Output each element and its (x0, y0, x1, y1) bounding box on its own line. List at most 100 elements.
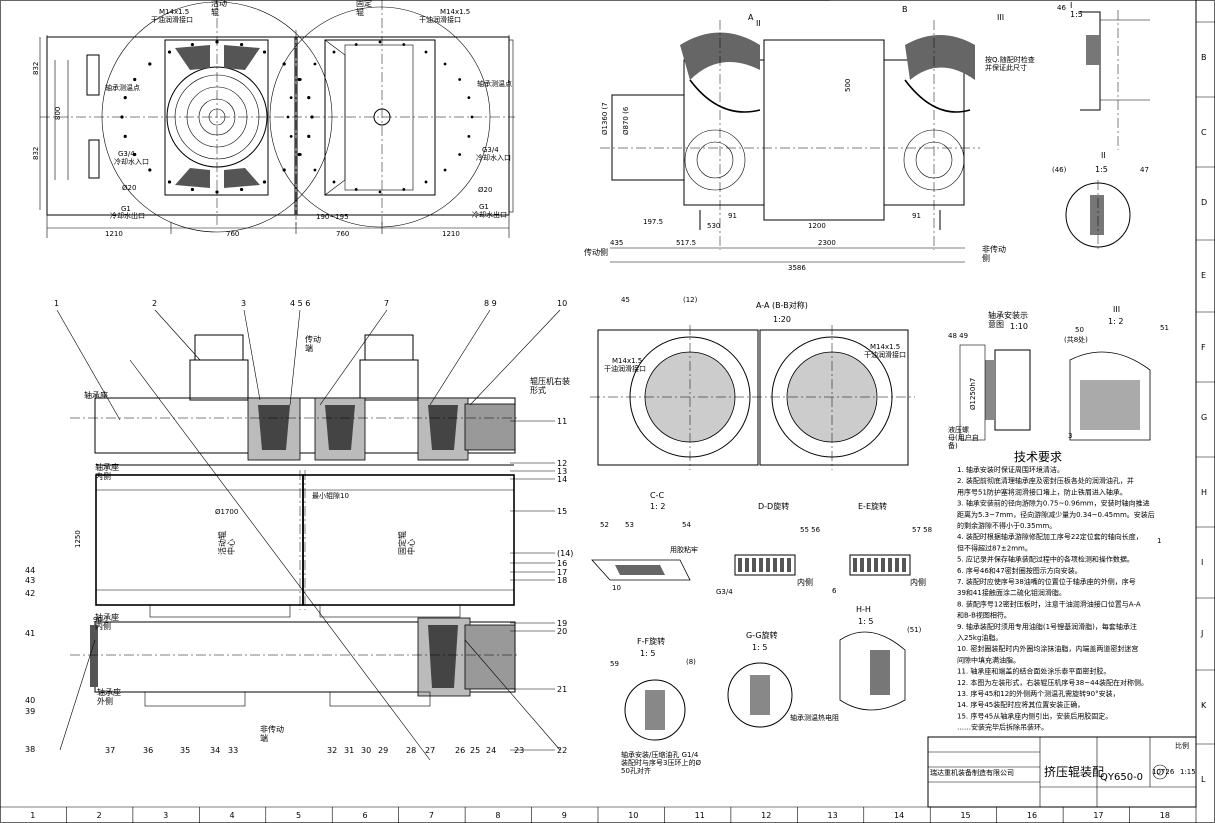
title-scale-label: 比例 (1175, 741, 1189, 750)
part-number: 32 (327, 746, 337, 755)
dim-tr-197: 197.5 (643, 218, 663, 226)
bolt-hole (215, 190, 219, 194)
tech-req-line: 6. 序号46和47密封圈按图示方向安装。 (957, 566, 1082, 575)
label-detail-ii-ref: II (756, 19, 761, 28)
label-sec-b: B (902, 5, 908, 14)
column-marker: 11 (695, 811, 705, 820)
dim-bottom-4: 1210 (442, 230, 460, 238)
part-10: 10 (557, 299, 567, 308)
part-number: 37 (105, 746, 115, 755)
seal-tooth (780, 558, 784, 572)
main-section-view (56, 309, 561, 761)
column-marker: 12 (761, 811, 771, 820)
bolt-hole (190, 187, 195, 192)
column-marker: 9 (562, 811, 567, 820)
view-ee-nums: 57 58 (912, 526, 932, 534)
bolt-hole (313, 62, 317, 66)
bolt-hole (467, 96, 471, 99)
column-marker: 2 (97, 811, 102, 820)
view-gg-note: 轴承测温热电阻 (790, 713, 839, 722)
label-phi20-2: Ø20 (478, 186, 492, 194)
view-ff-scale: 1: 5 (640, 649, 655, 658)
tech-req-line: 5. 应记录并保存轴承装配过程中的各项检测和操作数据。 (957, 555, 1134, 564)
label-g1-2: G1 (479, 203, 489, 211)
bolt-hole (289, 96, 293, 99)
tech-req-line: 用序号51防护塞将润滑接口堵上，防止铁屑进入轴承。 (957, 487, 1127, 496)
detail-iii-3: 3 (1068, 432, 1072, 440)
view-cc-note: 用胶粘牢 (670, 545, 698, 554)
part-number: 25 (470, 746, 480, 755)
bolt-hole (167, 180, 172, 184)
label-fixed-roll-center: 固定辊中心 (397, 531, 416, 555)
main-section-labels: 1 2 3 4 5 6 7 8 9 10 传动端 轴承座 轴承座内侧 轴承座内侧… (54, 299, 570, 743)
detail-ii-46: (46) (1052, 166, 1067, 174)
row-marker: I (1201, 558, 1203, 567)
label-active-roll: 活动辊 (211, 0, 227, 17)
column-marker: 4 (230, 811, 235, 820)
view-cc-52: 52 (600, 521, 609, 529)
part-7: 7 (384, 299, 389, 308)
label-m14-2: M14x1.5 (440, 8, 470, 16)
dim-left-2: 832 (32, 147, 40, 160)
dim-tr-2300: 2300 (818, 239, 836, 247)
row-marker: C (1201, 128, 1207, 137)
part-number: 38 (25, 745, 35, 754)
label-drive-side: 传动侧 (584, 247, 608, 257)
bolt-hole (297, 77, 301, 82)
row-marker: G (1201, 413, 1207, 422)
row-marker: E (1201, 271, 1206, 280)
part-number: (14) (557, 549, 573, 558)
part-number: 33 (228, 746, 238, 755)
tech-req-line: 12. 本图为左装形式，右装辊压机序号38~44装配在对称侧。 (957, 678, 1148, 687)
seal-tooth (766, 558, 770, 572)
bolt-hole (120, 115, 124, 119)
view-dd-inner: 内侧 (797, 577, 813, 587)
bolt-hole (307, 95, 311, 100)
label-bearing-inner-2: 轴承座内侧 (95, 612, 119, 631)
bolt-hole (443, 62, 447, 66)
label-non-drive-side: 非传动侧 (982, 244, 1006, 263)
view-d-d: D-D旋转 55 56 内侧 G3/4 (716, 501, 821, 596)
tech-req-line: 4. 装配时根据轴承游隙修配加工序号22定位套的轴向长度， (957, 532, 1143, 541)
dim-tr-530: 530 (707, 222, 720, 230)
bolt-hole (167, 50, 172, 54)
view-aa-title: A-A (B-B对称) (756, 300, 808, 310)
tech-req-line: 但不得超过87±2mm。 (957, 543, 1032, 552)
view-ff-59: 59 (610, 660, 619, 668)
part-number: 24 (486, 746, 496, 755)
view-hh-scale: 1: 5 (858, 617, 873, 626)
label-bearing-temp-2: 轴承测温点 (477, 79, 512, 88)
part-number: 35 (180, 746, 190, 755)
title-drawing-no: QY650-0 (1100, 772, 1143, 783)
part-number: 13 (557, 467, 567, 476)
view-ff-title: F-F旋转 (637, 636, 665, 646)
bolt-hole (190, 42, 195, 47)
view-aa-45: 45 (621, 296, 630, 304)
part-number: 31 (344, 746, 354, 755)
row-marker: K (1201, 701, 1207, 710)
part-number: 43 (25, 576, 35, 585)
label-bearing-outer: 轴承座外侧 (97, 687, 121, 706)
part-3: 3 (241, 299, 246, 308)
seal-tooth (759, 558, 763, 572)
top-right-view-labels: A B II III 按Q.随配时检查并保证此尺寸 500 传动侧 非传动侧 4… (584, 5, 1035, 272)
part-number: 16 (557, 559, 567, 568)
tech-req-line: 入25kg油脂。 (957, 633, 1002, 642)
part-number: 18 (557, 576, 567, 585)
tech-req-line: 13. 序号45和12的外侧两个测温孔需旋转90°安装， (957, 689, 1120, 698)
bolt-hole (424, 50, 428, 54)
bearing-install-note: 液压螺母(用户自备) (948, 425, 979, 450)
seal-tooth (787, 558, 791, 572)
detail-ii-scale: 1:5 (1095, 165, 1108, 174)
column-marker: 16 (1027, 811, 1037, 820)
seal-tooth (853, 558, 857, 572)
row-marker: F (1201, 343, 1206, 352)
tech-req-line: 8. 装配序号12密封压板时，注意干油润滑油接口位置与A-A (957, 599, 1141, 608)
row-marker: B (1201, 53, 1207, 62)
seal-tooth (888, 558, 892, 572)
part-number: 34 (210, 746, 220, 755)
bolt-hole (262, 180, 267, 184)
tech-req-line: 距离为5.3~7mm，径向游隙减少量为0.34~0.45mm。安装后 (957, 510, 1155, 519)
label-g1-1: G1 (121, 205, 131, 213)
